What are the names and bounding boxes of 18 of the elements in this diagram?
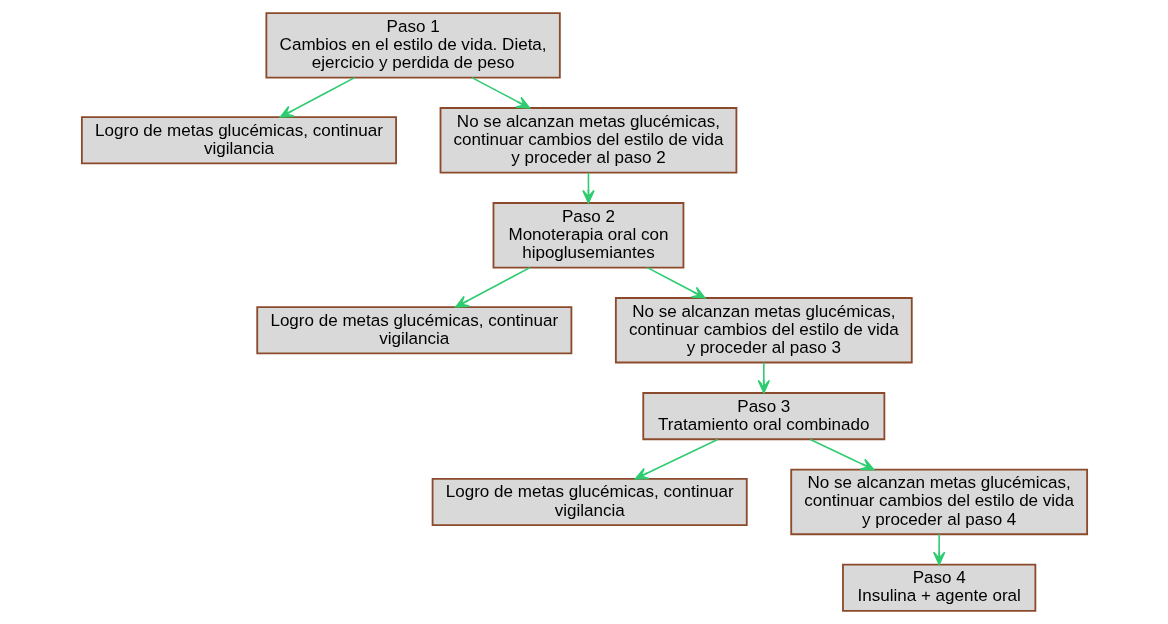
arrow bbox=[646, 266, 706, 299]
arrow bbox=[454, 266, 531, 308]
arrow bbox=[757, 361, 770, 394]
node-box: Logro de metas glucémicas, continuar vigilancia bbox=[255, 306, 572, 355]
arrow bbox=[932, 533, 945, 566]
node-box: Logro de metas glucémicas, continuar vigilancia bbox=[80, 116, 397, 165]
node-box: Paso 4 Insulina + agente oral bbox=[841, 563, 1036, 612]
node-box: Logro de metas glucémicas, continuar vigilancia bbox=[431, 477, 748, 527]
arrow bbox=[634, 438, 718, 480]
node-box: Paso 2 Monoterapia oral con hipoglusemiantes bbox=[492, 202, 684, 269]
node-box: No se alcanzan metas glucémicas, continuar cambios del estilo de vida y proceder al paso 3 bbox=[614, 297, 913, 364]
arrow bbox=[470, 76, 530, 109]
node-box: Paso 3 Tratamiento oral combinado bbox=[641, 392, 885, 441]
node-box: No se alcanzan metas glucémicas, continuar cambios del estilo de vida y proceder al paso 2 bbox=[439, 107, 737, 174]
node-box: No se alcanzan metas glucémicas, continuar cambios del estilo de vida y proceder al paso 4 bbox=[789, 468, 1088, 536]
arrow bbox=[279, 76, 355, 118]
node-box: Paso 1 Cambios en el estilo de vida. Dieta, ejercicio y perdida de peso bbox=[264, 12, 561, 79]
arrow bbox=[809, 438, 874, 471]
